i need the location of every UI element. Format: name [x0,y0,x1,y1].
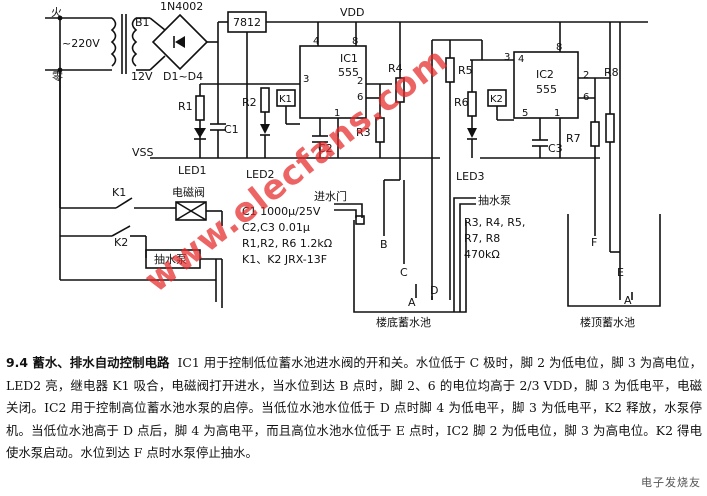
r3-label: R3 [356,126,371,139]
secondary-label: 12V [131,70,153,83]
ic2-chip: 555 [536,83,557,96]
k1-label: K1 [112,186,126,199]
ic1-pin1: 1 [334,108,340,119]
probe-f-label: F [591,236,597,249]
ic2-pin3: 3 [504,52,510,63]
spec-line-2: C2,C3 0.01μ [242,221,310,234]
inlet-label: 进水门 [314,189,347,203]
ic1-pin6: 6 [357,92,363,103]
caption-heading: 9.4 蓄水、排水自动控制电路 [6,355,170,370]
high-tank-label: 楼顶蓄水池 [580,315,635,329]
probe-b-label: B [380,238,388,251]
transformer-label: B1 [135,16,150,29]
probe-e-label: E [617,266,624,279]
circuit-diagram: 火 零 ~220V B1 12V 1N4002 D1~D4 7812 VDD V… [45,0,661,329]
r5-label: R5 [458,64,473,77]
ic1-label: IC1 [340,52,358,65]
ic2-label: IC2 [536,68,554,81]
r7-label: R7 [566,132,581,145]
led2-label: LED2 [246,168,275,181]
ic1-pin2: 2 [357,76,363,87]
bridge-diode-label: 1N4002 [160,0,203,13]
mains-label: ~220V [62,37,100,50]
ic1-pin3: 3 [303,74,309,85]
r6-label: R6 [454,96,469,109]
probe-d-label: D [430,284,438,297]
neutral-label: 零 [52,70,63,83]
ic2-pin2: 2 [583,70,589,81]
solenoid-label: 电磁阀 [172,185,205,199]
ic2-pin8: 8 [556,42,562,53]
c1-label: C1 [224,123,239,136]
spec-line-7: 470kΩ [464,248,500,261]
r4-label: R4 [388,62,403,75]
c2-label: C2 [318,142,333,155]
k2-label: K2 [114,236,128,249]
live-label: 火 [51,6,62,19]
led3-label: LED3 [456,170,485,183]
probe-a-high-label: A [624,294,632,307]
spec-line-6: R7, R8 [464,232,500,245]
ic1-pin8: 8 [352,36,358,47]
k1-coil-label: K1 [279,94,292,105]
ic1-chip: 555 [338,66,359,79]
vss-label: VSS [132,146,154,159]
ic2-pin1: 1 [554,108,560,119]
probe-a-low-label: A [408,296,416,309]
spec-line-5: R3, R4, R5, [464,216,525,229]
ic2-pin4: 4 [518,54,524,65]
spec-line-1: C1 1000μ/25V [242,205,321,218]
r2-label: R2 [242,96,257,109]
site-stamp: 电子发烧友 [641,476,701,489]
spec-line-3: R1,R2, R6 1.2kΩ [242,237,332,250]
low-tank-label: 楼底蓄水池 [376,315,431,329]
probe-c-label: C [400,266,408,279]
ic1-pin4: 4 [313,36,319,47]
r8-label: R8 [604,66,619,79]
regulator-label: 7812 [233,16,261,29]
pump-label: 抽水泵 [154,252,187,266]
pump-pipe-label: 抽水泵 [478,193,511,207]
c3-label: C3 [548,142,563,155]
spec-line-4: K1、K2 JRX-13F [242,253,327,266]
r1-label: R1 [178,100,193,113]
k2-coil-label: K2 [490,94,503,105]
caption-body: IC1 用于控制低位蓄水池进水阀的开和关。水位低于 C 极时，脚 2 为低电位，… [6,355,702,460]
led1-label: LED1 [178,164,207,177]
ic2-pin5: 5 [522,108,528,119]
vdd-label: VDD [340,6,364,19]
bridge-label: D1~D4 [163,70,203,83]
